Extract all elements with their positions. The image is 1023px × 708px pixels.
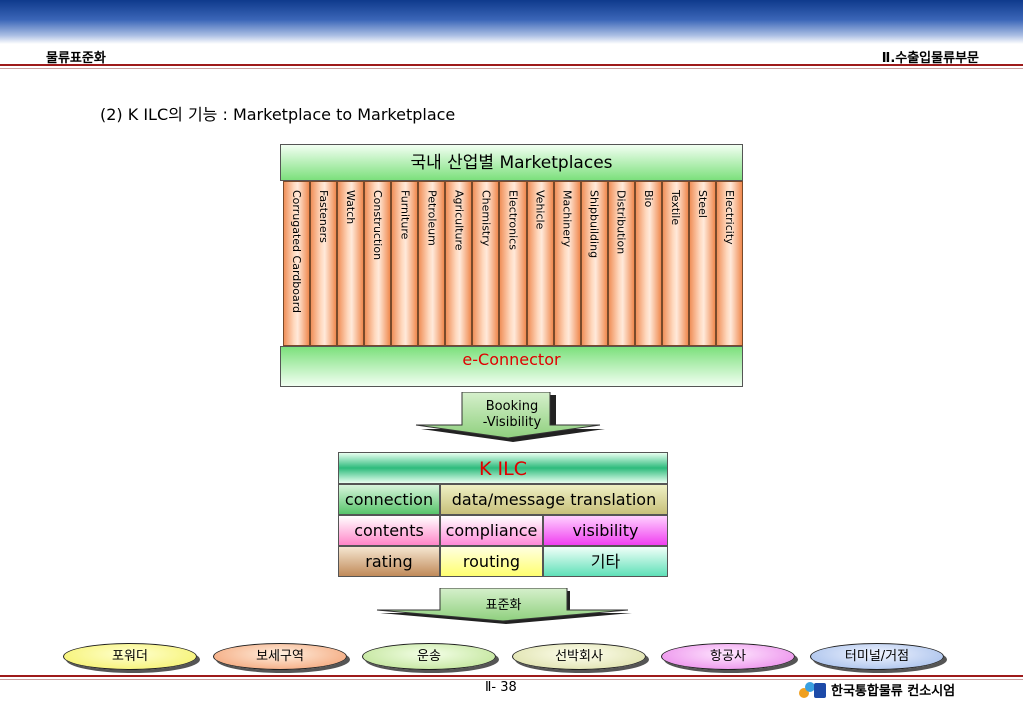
industry-pillar: Fasteners (310, 181, 338, 346)
kilc-connection: connection (338, 484, 440, 515)
booking-arrow (415, 392, 605, 442)
standardization-arrow (376, 588, 632, 624)
kilc-rating: rating (338, 546, 440, 577)
visibility-label: -Visibility (482, 415, 542, 430)
industry-pillars: Corrugated Cardboard Fasteners Watch Constr… (283, 181, 743, 346)
oval-bonded-area: 보세구역 (213, 643, 347, 670)
oval-shipping-company: 선박회사 (512, 643, 646, 670)
kilc-compliance: compliance (440, 515, 543, 546)
industry-label: Agriculture (452, 190, 466, 251)
oval-forwarder: 포워더 (63, 643, 197, 670)
kilc-contents: contents (338, 515, 440, 546)
industry-label: Vehicle (533, 190, 547, 230)
industry-label: Petroleum (425, 190, 439, 246)
industry-label: Fasteners (317, 190, 331, 243)
industry-label: Steel (695, 190, 709, 218)
industry-pillar: Vehicle (526, 181, 554, 346)
header-band (0, 0, 1023, 44)
industry-pillar: Textile (661, 181, 689, 346)
slide-subtitle: (2) K ILC의 기능 : Marketplace to Marketpla… (100, 105, 456, 124)
industry-pillar: Distribution (607, 181, 635, 346)
industry-label: Distribution (614, 190, 628, 255)
booking-label: Booking (485, 399, 539, 414)
footer-rule (0, 675, 1023, 677)
industry-pillar: Machinery (553, 181, 581, 346)
section-title: 물류표준화 (46, 51, 106, 66)
industry-pillar: Furniture (391, 181, 419, 346)
industry-pillar: Agriculture (445, 181, 473, 346)
marketplaces-title: 국내 산업별 Marketplaces (280, 144, 743, 181)
industry-label: Construction (371, 190, 385, 261)
chapter-title: Ⅱ.수출입물류부문 (881, 51, 979, 66)
e-connector-bar: e-Connector (280, 346, 743, 387)
standardization-label: 표준화 (485, 598, 522, 613)
oval-transport: 운송 (362, 643, 496, 670)
industry-label: Electronics (506, 190, 520, 250)
industry-pillar: Corrugated Cardboard (283, 181, 311, 346)
industry-pillar: Watch (337, 181, 365, 346)
industry-pillar: Steel (688, 181, 716, 346)
industry-label: Chemistry (479, 190, 493, 247)
oval-terminal: 터미널/거점 (810, 643, 944, 670)
kilc-translation: data/message translation (440, 484, 668, 515)
consortium-logo-icon (799, 682, 826, 698)
industry-pillar: Electronics (499, 181, 527, 346)
industry-label: Corrugated Cardboard (290, 190, 304, 314)
industry-label: Bio (641, 190, 655, 208)
industry-label: Electricity (722, 190, 736, 245)
footer-rule-thin (0, 679, 1023, 680)
industry-pillar: Electricity (715, 181, 743, 346)
oval-airline: 항공사 (661, 643, 795, 670)
header-rule-thin (0, 68, 1023, 69)
kilc-routing: routing (440, 546, 543, 577)
industry-label: Machinery (560, 190, 574, 248)
industry-label: Furniture (398, 190, 412, 240)
page-number: Ⅱ- 38 (485, 680, 517, 695)
industry-pillar: Chemistry (472, 181, 500, 346)
industry-pillar: Shipbuilding (580, 181, 608, 346)
industry-pillar: Construction (364, 181, 392, 346)
industry-label: Textile (668, 190, 682, 226)
kilc-title: K ILC (338, 452, 668, 484)
industry-label: Watch (344, 190, 358, 225)
booking-arrow-label: Booking -Visibility (462, 399, 562, 431)
industry-label: Shipbuilding (587, 190, 601, 259)
company-name: 한국통합물류 컨소시엄 (831, 684, 956, 699)
header-rule (0, 64, 1023, 66)
industry-pillar: Petroleum (418, 181, 446, 346)
industry-pillar: Bio (634, 181, 662, 346)
kilc-visibility: visibility (543, 515, 668, 546)
kilc-etc: 기타 (543, 546, 668, 577)
